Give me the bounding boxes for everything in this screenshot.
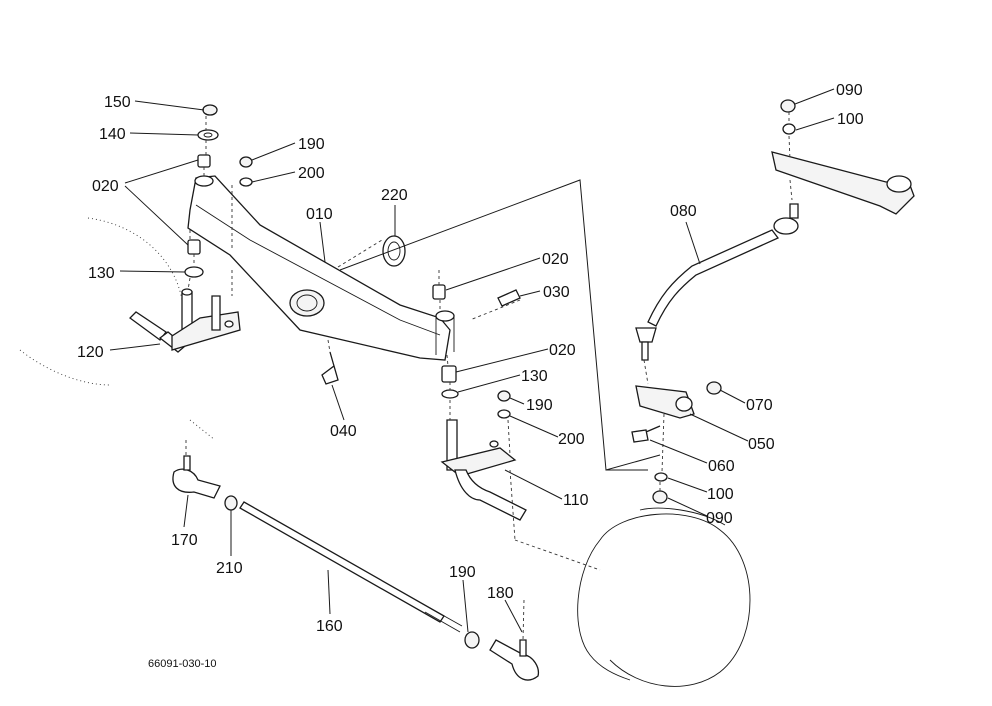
seal-220 xyxy=(382,235,406,267)
washer-200-upper xyxy=(239,177,253,187)
nut-070 xyxy=(706,381,722,395)
nut-190-upper xyxy=(239,156,253,168)
nut-090-lower xyxy=(652,490,668,504)
callout-070: 070 xyxy=(746,397,773,414)
callout-labels: 150 140 020 130 120 190 200 010 220 020 … xyxy=(77,82,864,670)
washer-140 xyxy=(197,129,219,141)
callout-060: 060 xyxy=(708,458,735,475)
left-wheel-outline xyxy=(19,217,216,441)
locknut-210 xyxy=(224,495,238,511)
callout-090-a: 090 xyxy=(836,82,863,99)
callout-170: 170 xyxy=(171,532,198,549)
left-spindle xyxy=(129,288,241,353)
steering-linkage xyxy=(631,99,915,504)
leader-lines xyxy=(109,88,835,633)
callout-050: 050 xyxy=(748,436,775,453)
callout-020-b: 020 xyxy=(542,251,569,268)
bolt-060 xyxy=(631,425,661,443)
washer-200-right xyxy=(497,409,511,419)
washer-130-left xyxy=(184,266,204,278)
grease-fitting-040 xyxy=(321,351,339,385)
bushing-020-lower xyxy=(187,239,201,255)
callout-140: 140 xyxy=(99,126,126,143)
bushing-020-right-upper xyxy=(432,284,446,300)
bushing-020-upper xyxy=(197,154,211,168)
callout-150: 150 xyxy=(104,94,131,111)
tie-rod-end-170 xyxy=(172,468,221,499)
callout-020-c: 020 xyxy=(549,342,576,359)
tie-rod-end-180 xyxy=(489,639,540,681)
right-spindle xyxy=(440,419,527,521)
callout-090-b: 090 xyxy=(706,510,733,527)
washer-100-upper xyxy=(782,123,796,135)
callout-110: 110 xyxy=(563,492,589,509)
callout-100-a: 100 xyxy=(837,111,864,128)
grease-fitting-030 xyxy=(497,289,521,307)
right-wheel xyxy=(577,507,751,687)
callout-020-a: 020 xyxy=(92,178,119,195)
washer-130-right xyxy=(441,389,459,399)
callout-030: 030 xyxy=(543,284,570,301)
callout-100-b: 100 xyxy=(707,486,734,503)
callout-190-a: 190 xyxy=(298,136,325,153)
callout-180: 180 xyxy=(487,585,514,602)
tie-rod-assembly xyxy=(172,455,540,681)
washer-100-lower xyxy=(654,472,668,482)
callout-190-c: 190 xyxy=(449,564,476,581)
callout-220: 220 xyxy=(381,187,408,204)
tie-rod-160 xyxy=(239,501,445,623)
figure-code: 66091-030-10 xyxy=(148,658,217,670)
assembly-lines xyxy=(185,112,793,641)
callout-160: 160 xyxy=(316,618,343,635)
nut-190-right xyxy=(497,390,511,402)
nut-150 xyxy=(202,104,218,116)
callout-120: 120 xyxy=(77,344,104,361)
callout-210: 210 xyxy=(216,560,243,577)
locknut-190-tierod xyxy=(464,631,480,649)
callout-130-b: 130 xyxy=(521,368,548,385)
callout-200-a: 200 xyxy=(298,165,325,182)
callout-130-a: 130 xyxy=(88,265,115,282)
callout-080: 080 xyxy=(670,203,697,220)
bushing-020-right-lower xyxy=(441,365,457,383)
front-axle-beam xyxy=(187,175,455,361)
callout-040: 040 xyxy=(330,423,357,440)
callout-010: 010 xyxy=(306,206,333,223)
nut-090-upper xyxy=(780,99,796,113)
callout-190-b: 190 xyxy=(526,397,553,414)
callout-200-b: 200 xyxy=(558,431,585,448)
